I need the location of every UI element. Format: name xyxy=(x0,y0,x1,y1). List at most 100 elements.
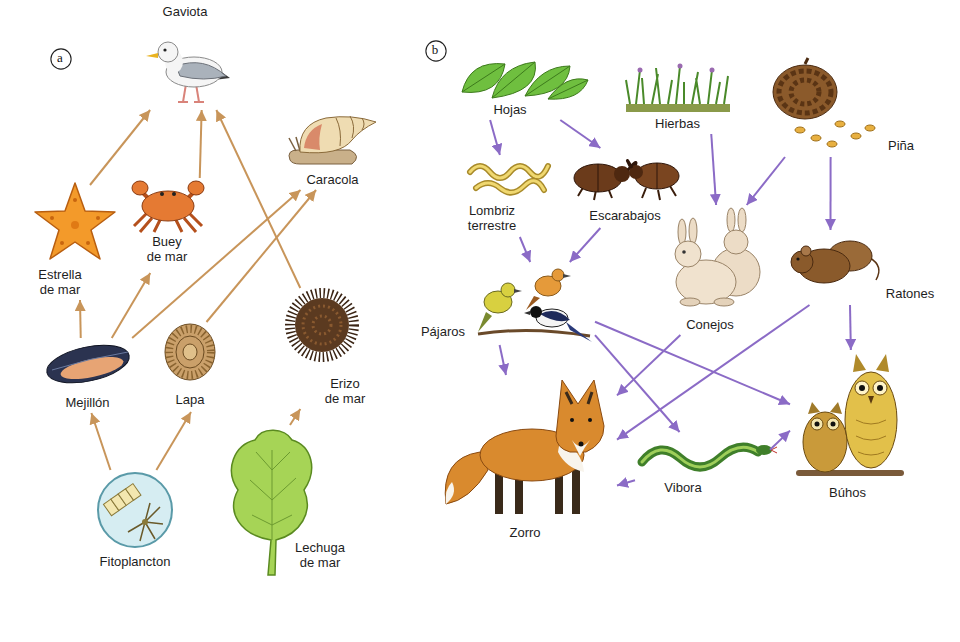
food-chain-arrow xyxy=(560,120,600,148)
organism-label: Lombriz terrestre xyxy=(460,203,524,233)
birds-illustration xyxy=(501,283,515,297)
limpet-illustration xyxy=(176,336,204,368)
rabbits-illustration xyxy=(727,208,735,232)
pine-cone-illustration xyxy=(791,80,819,104)
owls-illustration xyxy=(856,420,886,455)
gull-illustration xyxy=(163,48,166,51)
owls-illustration xyxy=(873,381,887,395)
sea-urchin-illustration xyxy=(303,306,341,344)
leaves-illustration xyxy=(462,62,588,99)
birds-illustration xyxy=(514,289,522,293)
beetles-illustration xyxy=(598,164,599,192)
rabbits-illustration xyxy=(714,298,734,306)
leaves-illustration xyxy=(462,62,588,99)
food-chain-arrow xyxy=(500,345,506,375)
pine-cone-illustration xyxy=(779,71,831,113)
phytoplankton-illustration xyxy=(98,473,172,547)
organism-label: Hierbas xyxy=(620,116,735,131)
organism-label: Buey de mar xyxy=(144,234,190,264)
organism-label: Fitoplancton xyxy=(85,554,185,569)
grass-illustration xyxy=(626,66,728,104)
limpet-illustration xyxy=(165,324,215,380)
crab-illustration xyxy=(172,192,176,196)
organism-node: Lapa xyxy=(160,322,222,412)
organism-label: Estrella de mar xyxy=(30,267,90,297)
birds-illustration xyxy=(552,269,564,281)
earthworm-illustration xyxy=(476,181,544,193)
gull-illustration xyxy=(146,53,158,58)
owls-illustration xyxy=(845,372,897,468)
birds-illustration xyxy=(566,322,592,342)
gull-illustration xyxy=(178,101,204,103)
phytoplankton-illustration xyxy=(126,484,141,501)
panel-letter: b xyxy=(425,41,445,59)
mussel-illustration xyxy=(43,339,132,390)
panel-letter-circle: a xyxy=(50,48,72,70)
food-chain-arrow xyxy=(91,413,110,470)
sea-urchin-illustration xyxy=(295,298,349,352)
owls-illustration xyxy=(827,418,839,430)
food-chain-arrow xyxy=(570,228,601,262)
organism-label: Vibora xyxy=(653,480,713,495)
circle-outline xyxy=(51,49,71,69)
organism-label: Piña xyxy=(880,138,922,153)
owls-illustration xyxy=(855,381,869,395)
organism-label: Búhos xyxy=(790,485,905,500)
pine-cone-illustration xyxy=(811,135,821,141)
grass-illustration xyxy=(626,64,730,113)
fox-illustration xyxy=(572,466,580,514)
organism-node: Pájaros xyxy=(415,262,595,345)
fox-illustration xyxy=(556,380,604,452)
food-chain-arrow xyxy=(290,409,300,425)
sea-urchin-illustration xyxy=(313,316,331,334)
organism-label: Lechuga de mar xyxy=(292,540,348,570)
organism-node: Conejos xyxy=(660,205,762,335)
organism-node: Lombriz terrestre xyxy=(460,155,555,237)
earthworm-illustration xyxy=(476,181,544,193)
food-chain-arrow xyxy=(617,305,810,440)
snake-illustration xyxy=(642,447,758,467)
snail-illustration xyxy=(336,116,364,146)
food-chain-arrow xyxy=(520,237,530,262)
organism-node: Ratones xyxy=(790,230,940,305)
snake-illustration xyxy=(756,445,772,455)
birds-illustration xyxy=(478,312,492,332)
organism-label: Caracola xyxy=(285,172,380,187)
rabbits-illustration xyxy=(675,208,760,306)
crab-illustration xyxy=(132,181,204,232)
pine-cone-illustration xyxy=(773,65,837,119)
organism-node: Piña xyxy=(765,62,925,157)
leaves-illustration xyxy=(462,62,588,99)
grass-illustration xyxy=(710,68,715,73)
organism-node: Estrella de mar xyxy=(30,185,130,300)
mice-illustration xyxy=(791,241,879,283)
organism-node: Zorro xyxy=(435,375,617,545)
rabbits-illustration xyxy=(689,218,697,244)
limpet-illustration xyxy=(165,324,215,380)
gull-illustration xyxy=(158,42,178,62)
organism-node: Lechuga de mar xyxy=(225,425,350,575)
fox-illustration xyxy=(570,418,574,422)
pine-cone-illustration xyxy=(805,58,808,64)
beetles-illustration xyxy=(574,164,622,192)
food-chain-arrow xyxy=(617,480,635,485)
food-chain-arrow xyxy=(595,335,680,432)
crab-illustration xyxy=(160,192,164,196)
owls-illustration xyxy=(796,354,904,476)
phytoplankton-illustration xyxy=(142,519,148,525)
owls-illustration xyxy=(815,422,820,427)
food-chain-arrow xyxy=(90,110,150,185)
food-chain-arrow xyxy=(200,110,202,178)
rabbits-illustration xyxy=(682,250,686,254)
starfish-illustration xyxy=(73,198,77,202)
grass-illustration xyxy=(678,64,683,69)
mussel-illustration xyxy=(52,352,128,370)
owls-illustration xyxy=(796,470,904,476)
food-chain-arrow xyxy=(79,300,82,338)
phytoplankton-illustration xyxy=(128,503,163,541)
starfish-illustration xyxy=(60,241,64,245)
snail-illustration xyxy=(289,138,296,151)
food-chain-arrow xyxy=(617,335,680,395)
food-chain-arrow xyxy=(132,190,300,338)
